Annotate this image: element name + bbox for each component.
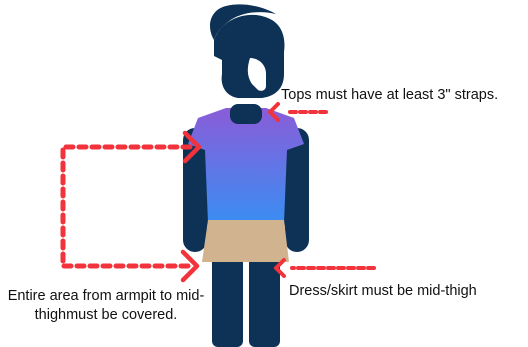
skirt-length-rule-label: Dress/skirt must be mid-thigh xyxy=(289,282,477,301)
arrow-tops xyxy=(270,104,326,120)
spartan-helmet-icon xyxy=(210,4,285,98)
skirt xyxy=(202,220,289,262)
left-leg xyxy=(212,254,243,347)
bracket-armpit-to-thigh xyxy=(63,133,199,280)
neck xyxy=(230,104,262,124)
straps-rule-label: Tops must have at least 3" straps. xyxy=(281,86,498,105)
coverage-rule-label: Entire area from armpit to mid-thighmust… xyxy=(6,287,206,325)
arrow-dress xyxy=(276,260,374,276)
